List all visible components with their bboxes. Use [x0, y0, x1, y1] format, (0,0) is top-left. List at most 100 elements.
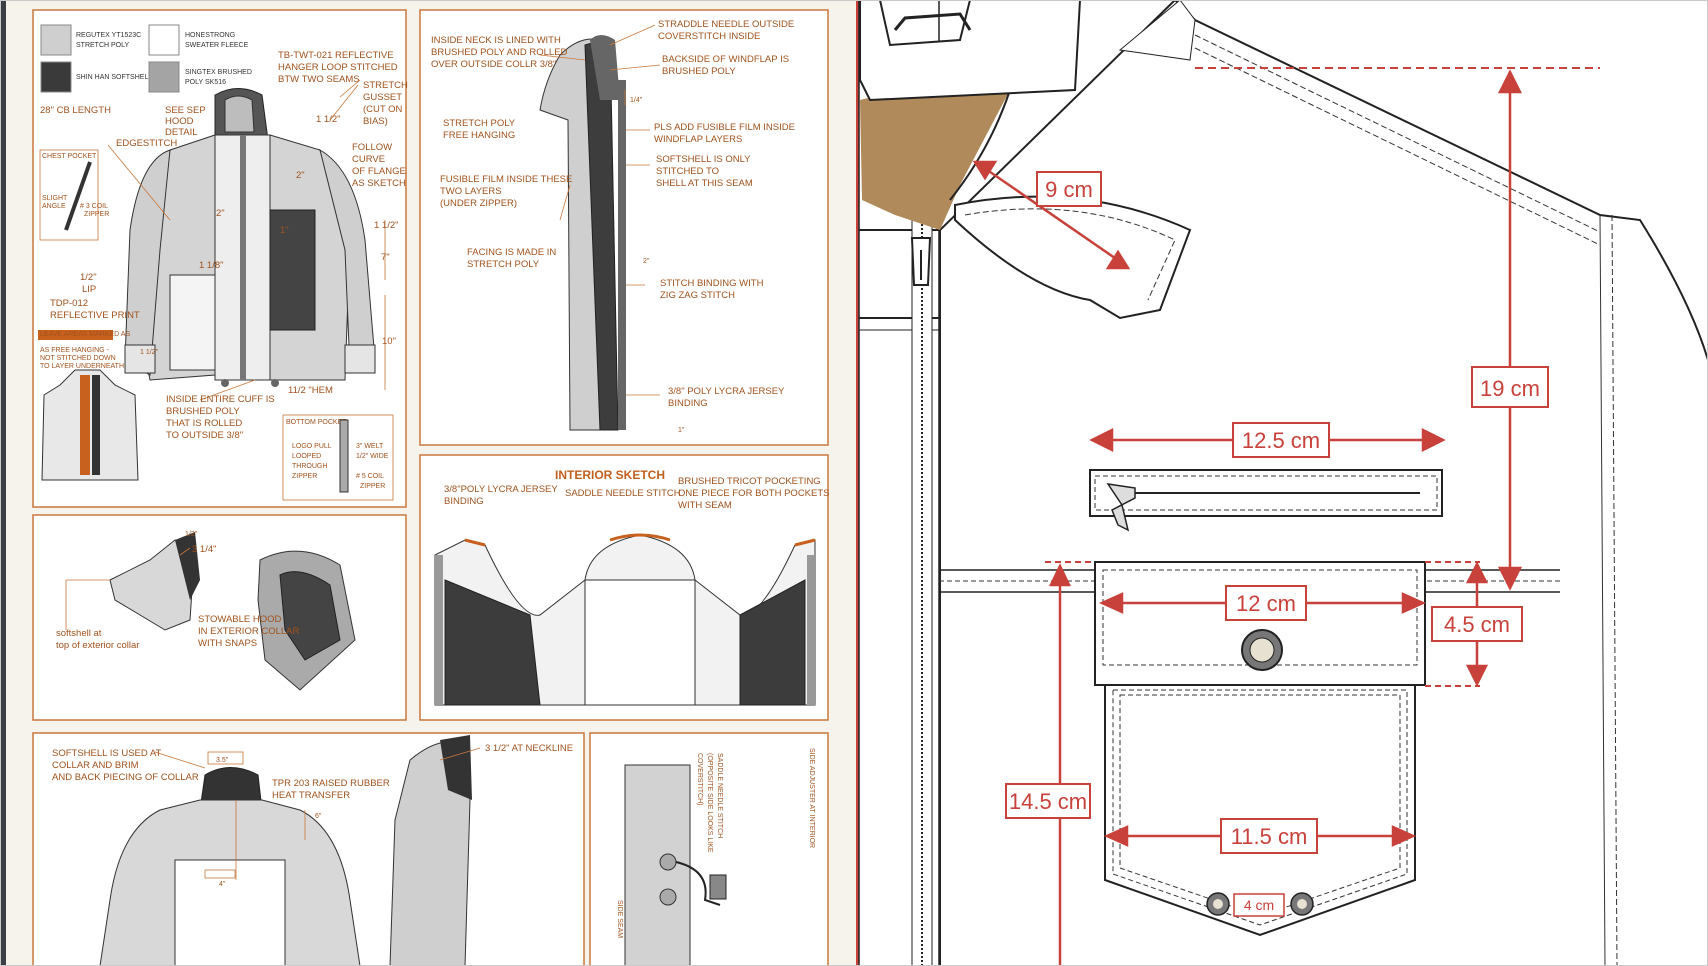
dimension-label: 2"	[643, 258, 650, 265]
dimension-label: 1"	[280, 225, 289, 236]
slight-angle-label: SLIGHT	[42, 195, 68, 202]
panel3-leader-lines	[65, 547, 191, 630]
jacket-open-illustration	[38, 330, 139, 481]
fusible-film-windflap-note: PLS ADD FUSIBLE FILM INSIDE	[654, 122, 795, 133]
swatch-label: STRETCH POLY	[76, 42, 129, 49]
leave-areas-note: LEAVE AREAS MARKED AS	[40, 331, 130, 338]
collar	[954, 195, 1192, 320]
softshell-used-note: SOFTSHELL IS USED AT	[52, 748, 161, 759]
reflective-loop-note: HANGER LOOP STITCHED	[278, 62, 398, 73]
softshell-used-note: AND BACK PIECING OF COLLAR	[52, 772, 199, 783]
pocket-height-dimension: 14.5 cm	[1009, 789, 1087, 814]
softshell-top-note: softshell at	[56, 628, 102, 639]
inside-neck-note: OVER OUTSIDE COLLR 3/8"	[431, 59, 556, 70]
leave-areas-note: TO LAYER UNDERNEATH	[40, 363, 124, 370]
right-sheet-jacket-closeup: 9 cm 19 cm 12.5 cm 12 cm 4.5 cm 14.5 cm …	[858, 0, 1708, 966]
saddle-stitch-note: COVERSTITCH)	[696, 753, 703, 806]
tpr-transfer-note: HEAT TRANSFER	[272, 790, 350, 801]
panel-interior-sketch: INTERIOR SKETCH 3/8"POLY LYCRA JERSEY BI…	[419, 454, 830, 721]
logo-pull-note: LOGO PULL	[292, 443, 332, 450]
swatch-label: SINGTEX BRUSHED	[185, 69, 252, 76]
yoke-dimension: 19 cm	[1480, 376, 1540, 401]
stretch-poly-note: FREE HANGING	[443, 130, 515, 141]
coil-zipper-label: ZIPPER	[360, 483, 385, 490]
panel-back-view: SOFTSHELL IS USED AT COLLAR AND BRIM AND…	[32, 732, 585, 966]
backside-windflap-note: BACKSIDE OF WINDFLAP IS	[662, 54, 789, 65]
swatch-label: REGUTEX YT1523C	[76, 32, 141, 39]
swatch-brushed-poly: SINGTEX BRUSHED POLY SK516	[148, 61, 252, 93]
logo-pull-note: ZIPPER	[292, 473, 317, 480]
swatch-label: POLY SK516	[185, 79, 226, 86]
stitch-binding-note: ZIG ZAG STITCH	[660, 290, 735, 301]
stretch-gusset-note: BIAS)	[363, 116, 388, 127]
fusible-film-note: FUSIBLE FILM INSIDE THESE	[440, 174, 572, 185]
zip-chest-pocket	[1089, 469, 1443, 532]
flap-height-dimension: 4.5 cm	[1444, 612, 1510, 637]
see-hood-detail-note: SEE SEP	[165, 105, 206, 116]
dimension-label: 3 1/4"	[192, 544, 217, 555]
stowable-hood-note: IN EXTERIOR COLLAR	[198, 626, 299, 637]
dimension-label: 2"	[296, 170, 305, 181]
straddle-note: STRADDLE NEEDLE OUTSIDE	[658, 19, 794, 30]
reflective-loop-note: BTW TWO SEAMS	[278, 74, 360, 85]
interior-sketch-title: INTERIOR SKETCH	[555, 468, 665, 482]
lip-label: LIP	[82, 284, 96, 295]
inside-cuff-note: THAT IS ROLLED	[166, 418, 242, 429]
swatch-sweater-fleece: HONESTRONG SWEATER FLEECE	[148, 24, 249, 56]
dimension-label: 1 1/2"	[140, 349, 159, 356]
dimension-label: 2"	[216, 208, 225, 219]
swatch-stretch-poly: REGUTEX YT1523C STRETCH POLY	[40, 24, 141, 56]
fusible-film-note: TWO LAYERS	[440, 186, 502, 197]
collar-dimension: 9 cm	[1045, 177, 1093, 202]
welt-note: 3" WELT	[356, 443, 384, 450]
stretch-poly-note: STRETCH POLY	[443, 118, 516, 129]
dimension-labels: 9 cm 19 cm 12.5 cm 12 cm 4.5 cm 14.5 cm …	[1005, 171, 1549, 917]
softshell-only-note: STITCHED TO	[656, 166, 719, 177]
jacket-front-illustration	[124, 88, 376, 387]
inside-cuff-note: TO OUTSIDE 3/8"	[166, 430, 243, 441]
poly-lycra-note: BINDING	[668, 398, 708, 409]
neckline-note: 3 1/2" AT NECKLINE	[485, 743, 573, 754]
leather-lining	[860, 88, 1010, 230]
softshell-only-note: SHELL AT THIS SEAM	[656, 178, 753, 189]
stretch-gusset-note: STRETCH	[363, 80, 408, 91]
softshell-only-note: SOFTSHELL IS ONLY	[656, 154, 751, 165]
coil-zipper-label: ZIPPER	[84, 211, 109, 218]
straddle-note: COVERSTITCH INSIDE	[658, 31, 760, 42]
dimension-label: 1 1/8"	[199, 260, 224, 271]
dimension-label: 1/4"	[630, 97, 643, 104]
dimension-label: 4"	[219, 881, 226, 888]
bottom-pocket-label: BOTTOM POCKET	[286, 419, 347, 426]
dimension-label: 1/2"	[80, 272, 97, 283]
softshell-used-note: COLLAR AND BRIM	[52, 760, 139, 771]
poly-lycra-note: 3/8"POLY LYCRA JERSEY	[444, 484, 558, 495]
stretch-gusset-note: GUSSET	[363, 92, 402, 103]
stitch-binding-note: STITCH BINDING WITH	[660, 278, 764, 289]
poly-lycra-note: 3/8" POLY LYCRA JERSEY	[668, 386, 785, 397]
dimension-label: 1 1/2"	[316, 114, 341, 125]
pocket-width-dimension: 11.5 cm	[1231, 824, 1308, 849]
panel2-leader-lines	[539, 24, 661, 396]
sheet-divider	[856, 0, 859, 966]
chest-pocket-detail: CHEST POCKET SLIGHT ANGLE # 3 COIL ZIPPE…	[39, 149, 109, 241]
brushed-tricot-note: ONE PIECE FOR BOTH POCKETS	[678, 488, 830, 499]
inside-cuff-note: BRUSHED POLY	[166, 406, 240, 417]
poly-lycra-note: BINDING	[444, 496, 484, 507]
facing-note: FACING IS MADE IN	[467, 247, 556, 258]
fusible-film-note: (UNDER ZIPPER)	[440, 198, 517, 209]
coil-zipper-label: # 3 COIL	[80, 203, 108, 210]
logo-pull-note: THROUGH	[292, 463, 327, 470]
swatch-label: SWEATER FLEECE	[185, 42, 249, 49]
side-adjuster-note: SIDE ADJUSTER AT INTERIOR	[808, 748, 815, 848]
leave-areas-note: NOT STITCHED DOWN	[40, 355, 116, 362]
slight-angle-label: ANGLE	[42, 203, 66, 210]
reflective-print-note: TDP-012	[50, 298, 88, 309]
swatch-label: HONESTRONG	[185, 32, 235, 39]
panel-collar-section: INSIDE NECK IS LINED WITH BRUSHED POLY A…	[419, 9, 829, 446]
panel5-dimension-lines	[154, 747, 481, 880]
panel-stowable-hood: 3 1/4" 1/2" softshell at top of exterior…	[32, 514, 407, 721]
inside-cuff-note: INSIDE ENTIRE CUFF IS	[166, 394, 275, 405]
eyelet-spacing-dimension: 4 cm	[1244, 897, 1274, 913]
dimension-label: 3.5"	[216, 757, 229, 764]
